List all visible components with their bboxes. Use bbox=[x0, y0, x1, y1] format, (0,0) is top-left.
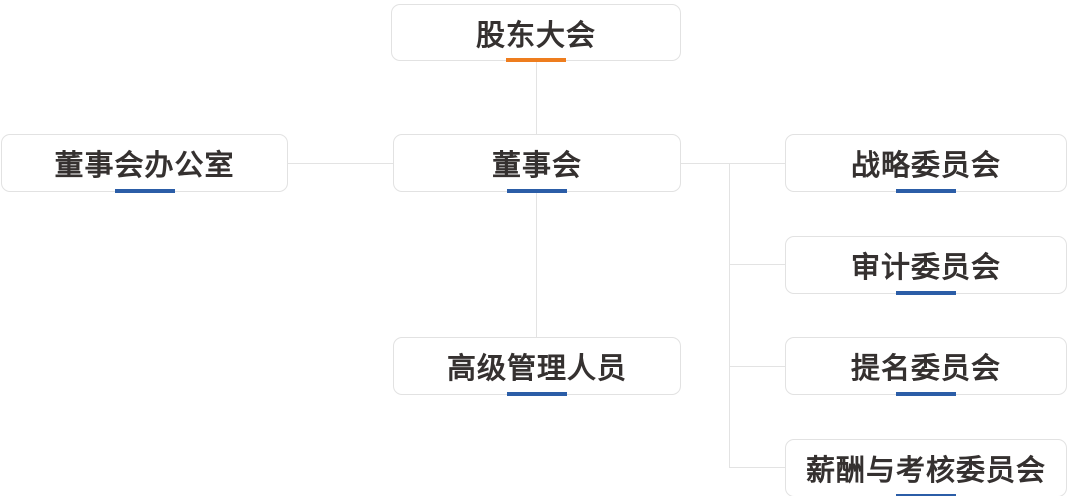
node-senior-management: 高级管理人员 bbox=[393, 337, 681, 396]
accent-underline bbox=[506, 58, 566, 62]
node-label: 高级管理人员 bbox=[446, 353, 627, 385]
node-remuneration-appraisal-committee: 薪酬与考核委员会 bbox=[785, 439, 1067, 496]
accent-underline bbox=[896, 189, 956, 193]
node-label: 审计委员会 bbox=[850, 252, 1001, 284]
accent-underline bbox=[507, 392, 567, 396]
node-label: 董事会办公室 bbox=[54, 150, 235, 182]
accent-underline bbox=[896, 494, 956, 496]
node-board-of-directors: 董事会 bbox=[393, 134, 681, 193]
connector-office-to-board bbox=[288, 163, 393, 164]
accent-underline bbox=[896, 392, 956, 396]
connector-trunk-to-remuneration bbox=[729, 467, 785, 468]
connector-committee-trunk bbox=[729, 163, 730, 468]
accent-underline bbox=[114, 189, 175, 193]
node-strategy-committee: 战略委员会 bbox=[785, 134, 1067, 193]
node-nomination-committee: 提名委员会 bbox=[785, 337, 1067, 396]
connector-board-to-strategy bbox=[681, 163, 785, 164]
connector-trunk-to-audit bbox=[729, 264, 785, 265]
node-board-office: 董事会办公室 bbox=[1, 134, 288, 193]
node-label: 提名委员会 bbox=[850, 353, 1001, 385]
accent-underline bbox=[507, 189, 567, 193]
node-audit-committee: 审计委员会 bbox=[785, 236, 1067, 295]
connector-shareholders-to-board bbox=[536, 61, 537, 134]
accent-underline bbox=[896, 291, 956, 295]
node-label: 战略委员会 bbox=[850, 150, 1001, 182]
connector-trunk-to-nomination bbox=[729, 366, 785, 367]
node-label: 股东大会 bbox=[475, 19, 596, 52]
connector-board-to-senior bbox=[536, 192, 537, 337]
node-label: 董事会 bbox=[491, 150, 582, 182]
node-label: 薪酬与考核委员会 bbox=[805, 455, 1046, 487]
node-shareholders-meeting: 股东大会 bbox=[391, 4, 681, 62]
